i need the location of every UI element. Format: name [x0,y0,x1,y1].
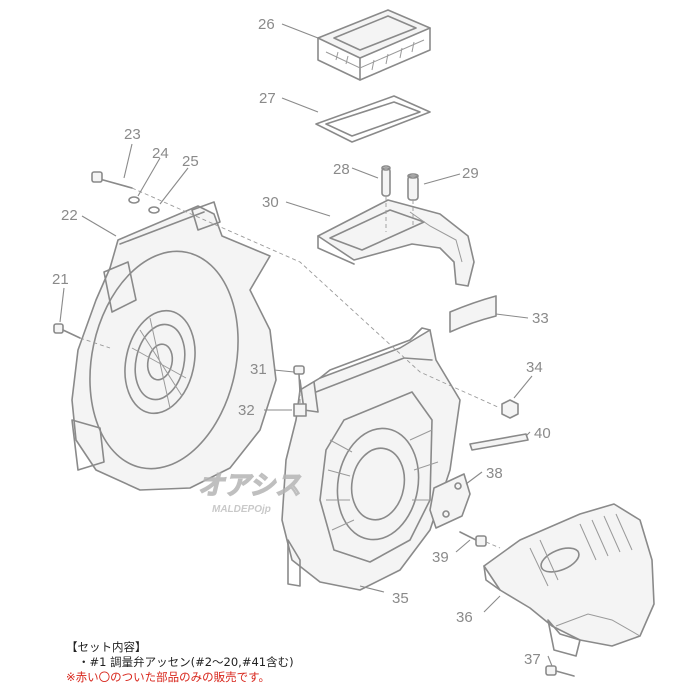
part-32-clip [293,403,307,417]
watermark-site: MALDEPOjp [212,504,271,515]
part-21-screw [53,323,81,339]
callout-27: 27 [259,90,276,107]
part-33-cover-plate [449,295,497,333]
part-29-pin [407,173,419,201]
callout-26: 26 [258,16,275,33]
callout-22: 22 [61,207,78,224]
callout-38: 38 [486,465,503,482]
watermark-brand: オアシス [198,470,301,500]
part-40-strip [469,433,529,451]
part-37-bolt [545,665,575,677]
part-28-pin [381,165,391,197]
part-25-washer [148,206,160,214]
part-35-fan-case [281,327,461,591]
callout-37: 37 [524,651,541,668]
part-31-screw [293,365,305,393]
part-39-bolt [459,531,487,547]
callout-34: 34 [526,359,543,376]
callout-28: 28 [333,161,350,178]
notes-heading: 【セット内容】 [66,640,147,654]
callout-32: 32 [238,402,255,419]
callout-25: 25 [182,153,199,170]
callout-31: 31 [250,361,267,378]
part-36-engine-cover [483,503,655,657]
callout-36: 36 [456,609,473,626]
callout-24: 24 [152,145,169,162]
part-27-gasket [315,95,431,143]
part-38-side-plate [429,473,471,529]
part-30-intake-duct [317,199,475,287]
callout-33: 33 [532,310,549,327]
callout-40: 40 [534,425,551,442]
part-34-nut [501,399,519,419]
part-26-intake-frame [317,9,431,81]
assembly-lines [79,187,501,549]
part-24-washer [128,196,140,204]
notes-warning: ※赤い〇のついた部品のみの販売です。 [66,670,270,684]
part-23-screw [91,171,133,189]
callout-labels: 26 27 28 29 30 33 23 24 25 22 21 31 32 3… [52,16,551,668]
callout-39: 39 [432,549,449,566]
callout-21: 21 [52,271,69,288]
watermark: オアシス MALDEPOjp [197,469,301,515]
callout-29: 29 [462,165,479,182]
leader-lines [59,23,553,667]
callout-30: 30 [262,194,279,211]
callout-23: 23 [124,126,141,143]
notes-item: ・#1 調量弁アッセン(#2～20,#41含む) [78,655,294,669]
callout-35: 35 [392,590,409,607]
set-contents-notes: 【セット内容】 ・#1 調量弁アッセン(#2～20,#41含む) ※赤い〇のつい… [66,640,486,685]
part-22-blower-housing [71,201,277,491]
